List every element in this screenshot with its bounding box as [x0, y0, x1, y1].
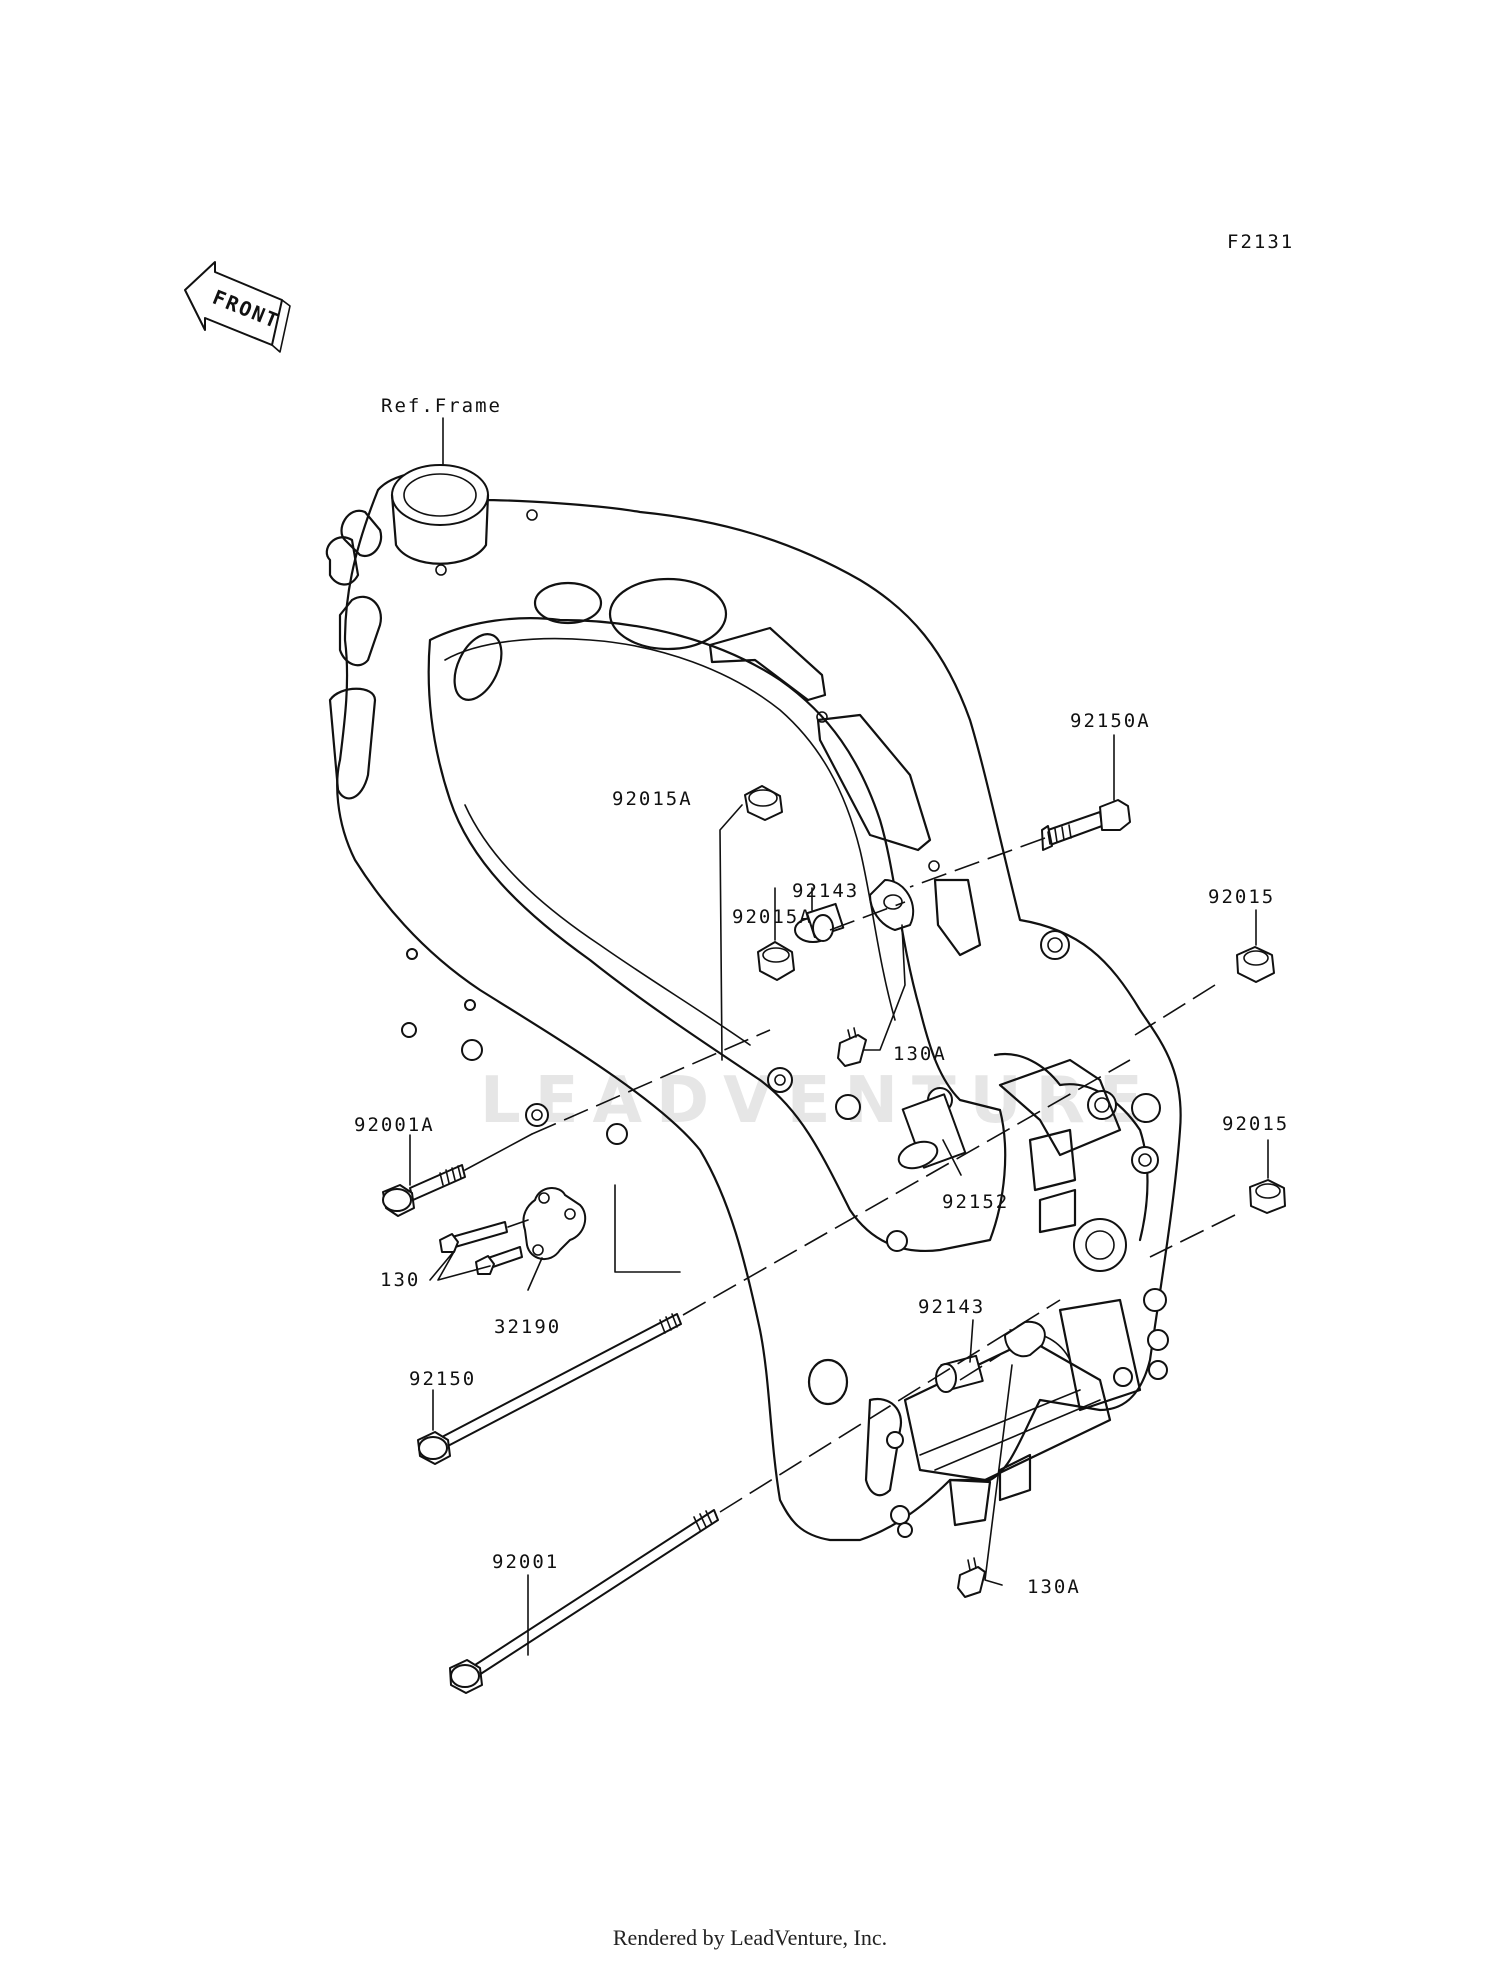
bolt-92001 — [449, 1299, 1061, 1694]
bolts-130 — [439, 1219, 529, 1275]
nut-92015A-mid — [757, 941, 795, 981]
label-92015A-top: 92015A — [612, 788, 693, 810]
label-130: 130 — [380, 1269, 420, 1291]
label-92001: 92001 — [492, 1551, 559, 1573]
label-92152: 92152 — [942, 1191, 1009, 1213]
nut-92015-lower — [1249, 1179, 1286, 1214]
label-32190: 32190 — [494, 1316, 561, 1338]
label-92015-lower: 92015 — [1222, 1113, 1289, 1135]
bolt-92150A — [909, 799, 1131, 888]
mount-hardware — [382, 785, 1286, 1694]
screw-130A-bottom — [957, 1557, 986, 1598]
bracket-32190 — [522, 1187, 587, 1260]
label-92001A: 92001A — [354, 1114, 435, 1136]
spacer-92152 — [897, 1093, 967, 1170]
callout-labels: Ref.Frame 92150A 92015A 92143 92015A 920… — [354, 395, 1289, 1598]
frame-drawing — [325, 464, 1182, 1542]
collar-92143-top — [794, 902, 845, 943]
footer-credit: Rendered by LeadVenture, Inc. — [612, 1925, 888, 1950]
label-92150: 92150 — [409, 1368, 476, 1390]
front-arrow-icon: FRONT — [184, 261, 291, 353]
label-92150A: 92150A — [1070, 710, 1151, 732]
label-130A-bottom: 130A — [1027, 1576, 1081, 1598]
leader-lines — [409, 417, 1269, 1656]
label-92015A-mid: 92015A — [732, 906, 813, 928]
bolt-92150 — [417, 1059, 1131, 1465]
collar-92143-lower — [935, 1354, 984, 1393]
figure-code: F2131 — [1227, 231, 1294, 253]
nut-92015-upper — [1236, 946, 1275, 983]
label-92143-top: 92143 — [792, 880, 859, 902]
label-130A-top: 130A — [893, 1043, 947, 1065]
label-92015-upper: 92015 — [1208, 886, 1275, 908]
bolt-92001A — [382, 1133, 533, 1217]
watermark-text: LEADVENTURE — [480, 1064, 1157, 1138]
screw-130A-top — [837, 1027, 867, 1067]
nut-92015A-top — [744, 785, 783, 821]
label-ref-frame: Ref.Frame — [381, 395, 502, 417]
label-92143-lower: 92143 — [918, 1296, 985, 1318]
